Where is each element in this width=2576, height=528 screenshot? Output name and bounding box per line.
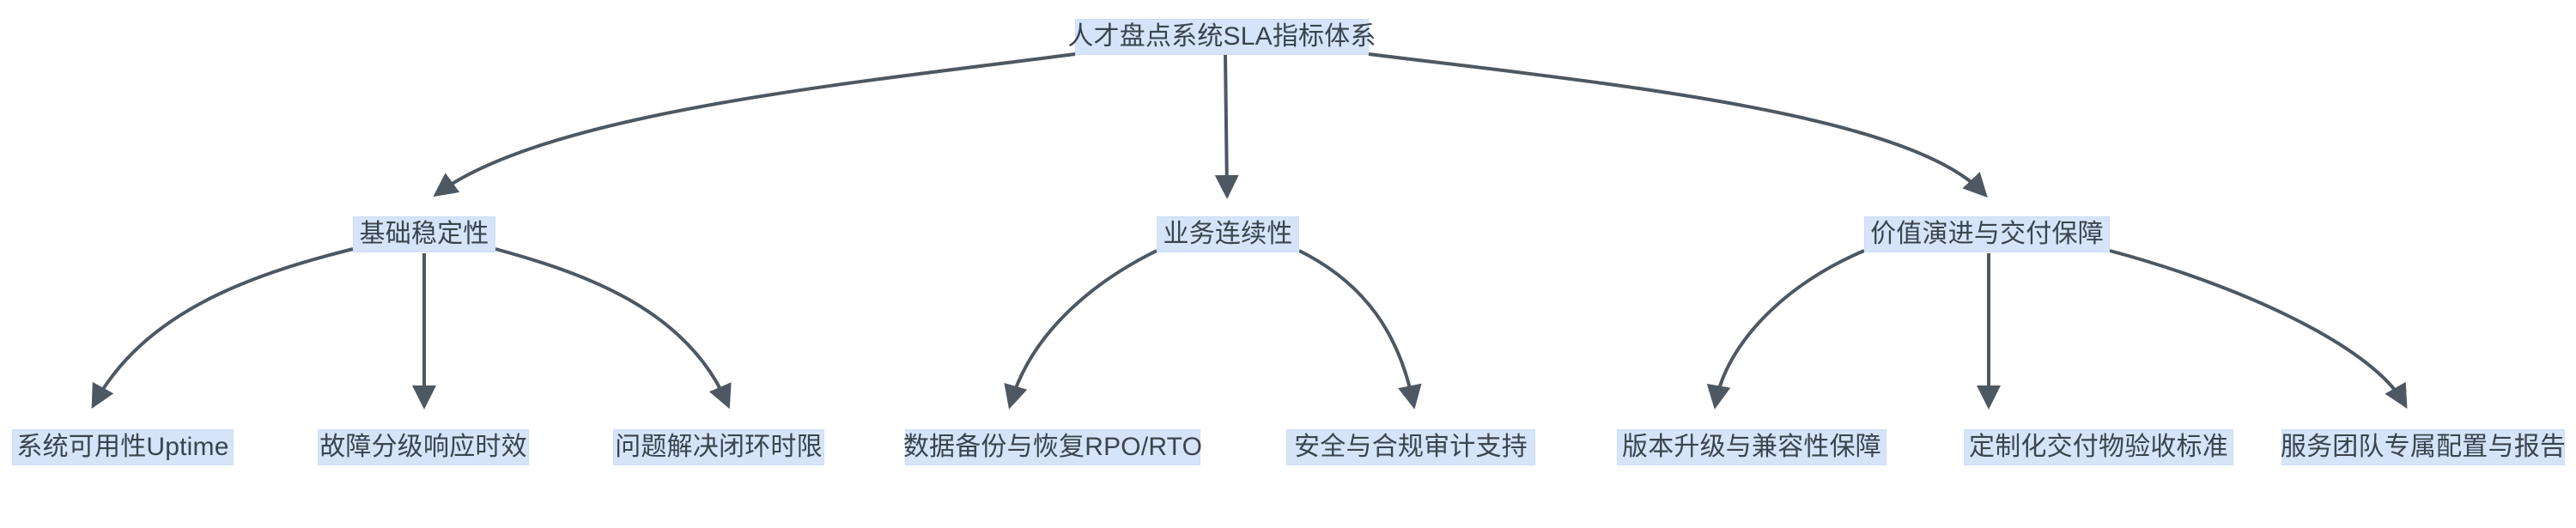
branch-node-b1[interactable]: 基础稳定性 <box>353 216 495 252</box>
leaf-node-l5[interactable]: 安全与合规审计支持 <box>1286 429 1535 465</box>
edge-b2-to-l4 <box>1004 249 1157 410</box>
node-label: 人才盘点系统SLA指标体系 <box>1067 22 1376 51</box>
node-label: 业务连续性 <box>1163 220 1293 248</box>
leaf-node-l8[interactable]: 服务团队专属配置与报告 <box>2281 429 2566 465</box>
leaf-node-l2[interactable]: 故障分级响应时效 <box>318 429 529 465</box>
node-label: 价值演进与交付保障 <box>1870 220 2104 248</box>
node-label: 版本升级与兼容性保障 <box>1622 433 1881 461</box>
edge-root-to-b1 <box>433 52 1076 197</box>
leaf-node-l3[interactable]: 问题解决闭环时限 <box>613 429 824 465</box>
leaf-node-l4[interactable]: 数据备份与恢复RPO/RTO <box>903 429 1202 465</box>
node-label: 服务团队专属配置与报告 <box>2280 433 2567 461</box>
branch-node-b3[interactable]: 价值演进与交付保障 <box>1864 216 2110 252</box>
edge-root-to-b2 <box>1214 54 1239 199</box>
leaf-node-l7[interactable]: 定制化交付物验收标准 <box>1964 429 2233 465</box>
node-label: 数据备份与恢复RPO/RTO <box>902 433 1203 461</box>
edge-b2-to-l5 <box>1298 249 1422 410</box>
leaf-node-l6[interactable]: 版本升级与兼容性保障 <box>1617 429 1886 465</box>
edge-b3-to-l8 <box>2109 249 2408 410</box>
edge-b1-to-l1 <box>91 247 354 410</box>
branch-node-b2[interactable]: 业务连续性 <box>1157 216 1299 252</box>
edge-b3-to-l6 <box>1706 249 1865 410</box>
node-label: 故障分级响应时效 <box>319 433 527 461</box>
node-label: 基础稳定性 <box>359 220 489 248</box>
edge-b1-to-l3 <box>495 247 732 410</box>
root-node-root[interactable]: 人才盘点系统SLA指标体系 <box>1067 19 1376 55</box>
leaf-node-l1[interactable]: 系统可用性Uptime <box>12 429 234 465</box>
edge-root-to-b3 <box>1368 52 1988 198</box>
node-label: 安全与合规审计支持 <box>1294 433 1528 461</box>
node-label: 定制化交付物验收标准 <box>1969 433 2228 461</box>
node-label: 问题解决闭环时限 <box>615 433 823 461</box>
node-label: 系统可用性Uptime <box>16 433 229 461</box>
